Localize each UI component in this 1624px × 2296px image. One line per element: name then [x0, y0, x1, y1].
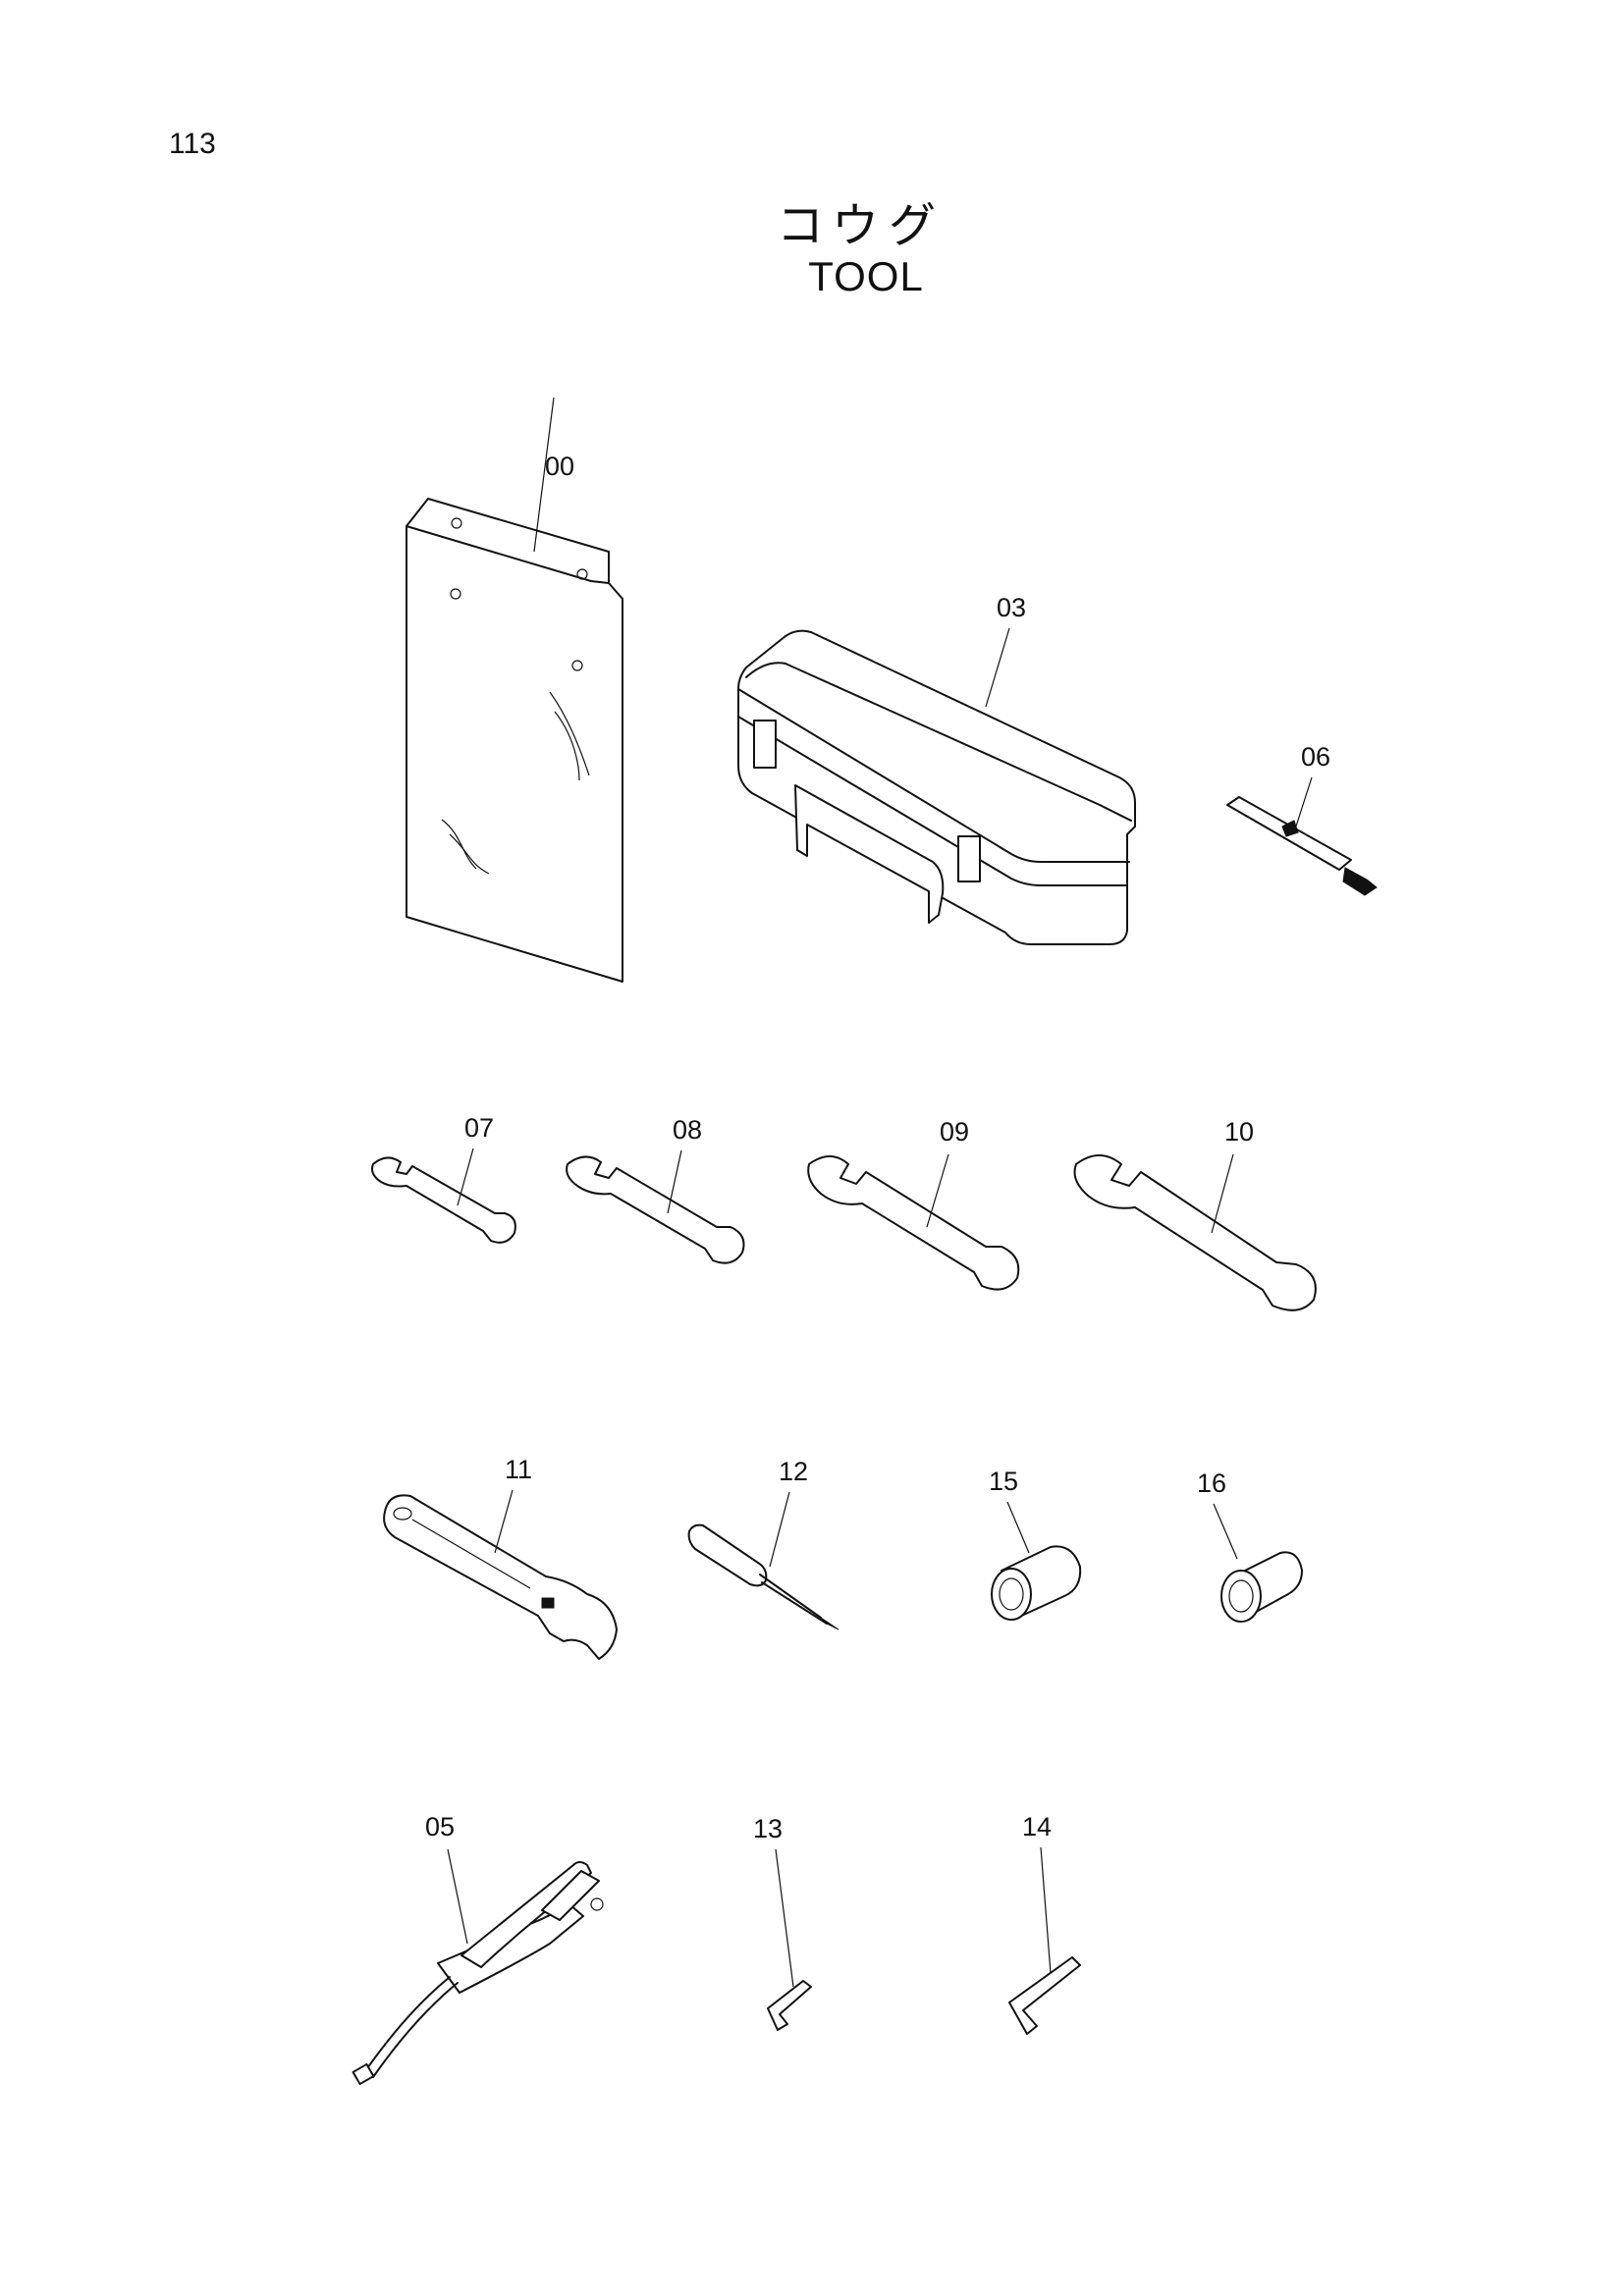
- part-07-wrench[interactable]: 07: [371, 1113, 516, 1244]
- part-05-grease-gun[interactable]: 05: [352, 1812, 604, 2086]
- part-06-adapter[interactable]: 06: [1226, 742, 1378, 896]
- label-14: 14: [1022, 1812, 1052, 1842]
- label-08: 08: [673, 1115, 702, 1145]
- label-16: 16: [1197, 1468, 1226, 1498]
- part-14-hex-key[interactable]: 14: [1008, 1812, 1081, 2035]
- label-15: 15: [989, 1467, 1018, 1496]
- part-16-socket[interactable]: 16: [1197, 1468, 1303, 1623]
- label-12: 12: [779, 1457, 808, 1486]
- part-03-tool-box[interactable]: 03: [737, 593, 1136, 945]
- part-08-wrench[interactable]: 08: [566, 1115, 745, 1264]
- part-10-wrench[interactable]: 10: [1073, 1117, 1317, 1311]
- page-number: 113: [169, 128, 216, 160]
- label-00: 00: [545, 452, 574, 481]
- label-11: 11: [505, 1455, 532, 1484]
- label-06: 06: [1301, 742, 1330, 772]
- label-09: 09: [940, 1117, 969, 1147]
- part-00-manual-holder[interactable]: 00: [406, 397, 623, 983]
- label-03: 03: [997, 593, 1026, 622]
- label-10: 10: [1224, 1117, 1254, 1147]
- part-13-hex-key[interactable]: 13: [753, 1814, 812, 2031]
- part-09-wrench[interactable]: 09: [807, 1117, 1020, 1291]
- part-12-screwdriver[interactable]: 12: [687, 1457, 839, 1630]
- part-11-adjustable-wrench[interactable]: 11: [383, 1455, 618, 1660]
- title-japanese: コウグ: [776, 198, 947, 253]
- title-english: TOOL: [808, 253, 924, 299]
- part-15-socket[interactable]: 15: [989, 1467, 1082, 1621]
- label-13: 13: [753, 1814, 783, 1843]
- label-05: 05: [425, 1812, 455, 1842]
- label-07: 07: [464, 1113, 494, 1143]
